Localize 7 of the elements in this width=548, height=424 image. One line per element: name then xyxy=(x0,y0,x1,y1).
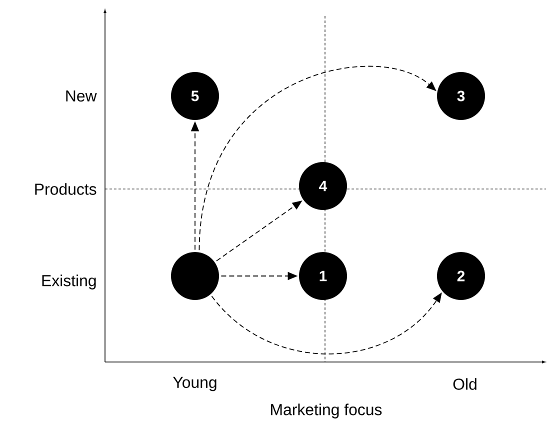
axis-label: Old xyxy=(453,378,476,390)
axis-label: Existing xyxy=(42,274,96,290)
axis-label: Young xyxy=(173,376,216,392)
axis-label: Products xyxy=(35,183,96,195)
axis-label: Marketing focus xyxy=(271,404,382,418)
circle xyxy=(171,252,219,300)
axis-label: New xyxy=(66,90,97,102)
